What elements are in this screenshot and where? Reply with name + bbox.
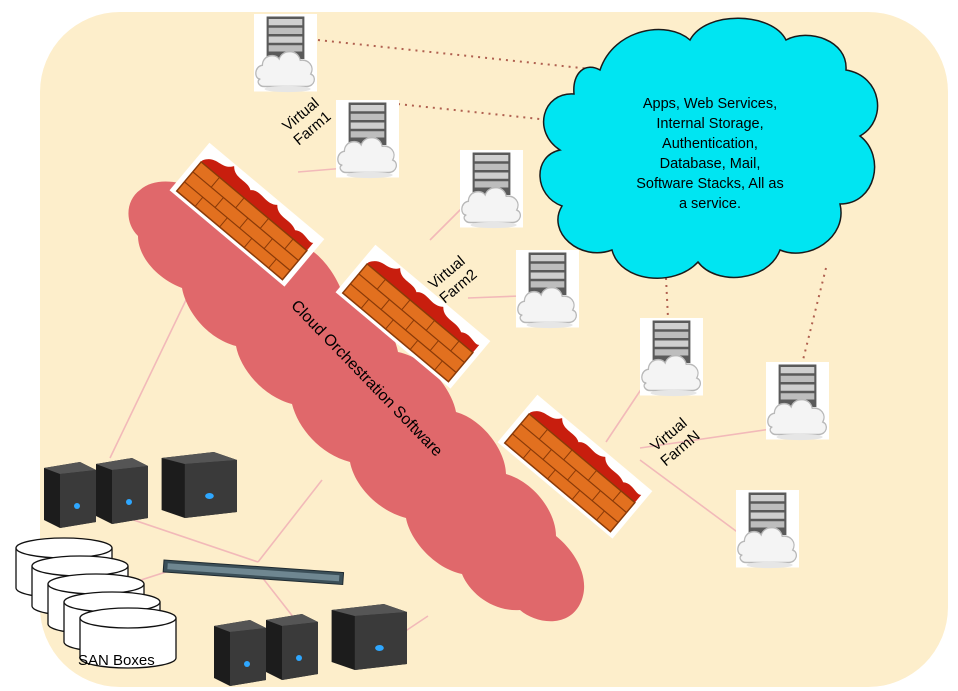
san-boxes-label: SAN Boxes bbox=[78, 652, 155, 669]
dotted-links bbox=[317, 39, 827, 365]
orchestration-cloud bbox=[128, 181, 585, 622]
tower-server-icon bbox=[331, 604, 407, 670]
cloud-server-icon bbox=[515, 249, 580, 329]
cloud-server-icon bbox=[765, 361, 830, 441]
services-description: Apps, Web Services, Internal Storage, Au… bbox=[598, 94, 822, 214]
cloud-server-icon bbox=[459, 149, 524, 229]
cloud-server-icon bbox=[253, 13, 318, 93]
tower-server-icon bbox=[266, 614, 318, 680]
services-line: Authentication, bbox=[662, 136, 758, 152]
services-line: Apps, Web Services, bbox=[642, 96, 778, 112]
services-line: Software Stacks, All as bbox=[636, 176, 784, 192]
cloud-server-icon bbox=[335, 99, 400, 179]
services-cloud bbox=[539, 17, 879, 280]
services-line: Database, Mail, bbox=[659, 156, 761, 172]
tower-server-icon bbox=[44, 462, 96, 528]
tower-server-icon bbox=[96, 458, 148, 524]
tower-server-icon bbox=[214, 620, 266, 686]
cloud-server-icon bbox=[639, 317, 704, 397]
cloud-server-icon bbox=[735, 489, 800, 569]
network-switch-icon bbox=[162, 559, 345, 586]
tower-server-icon bbox=[161, 452, 237, 518]
services-line: a service. bbox=[678, 196, 742, 212]
services-line: Internal Storage, bbox=[656, 116, 764, 132]
